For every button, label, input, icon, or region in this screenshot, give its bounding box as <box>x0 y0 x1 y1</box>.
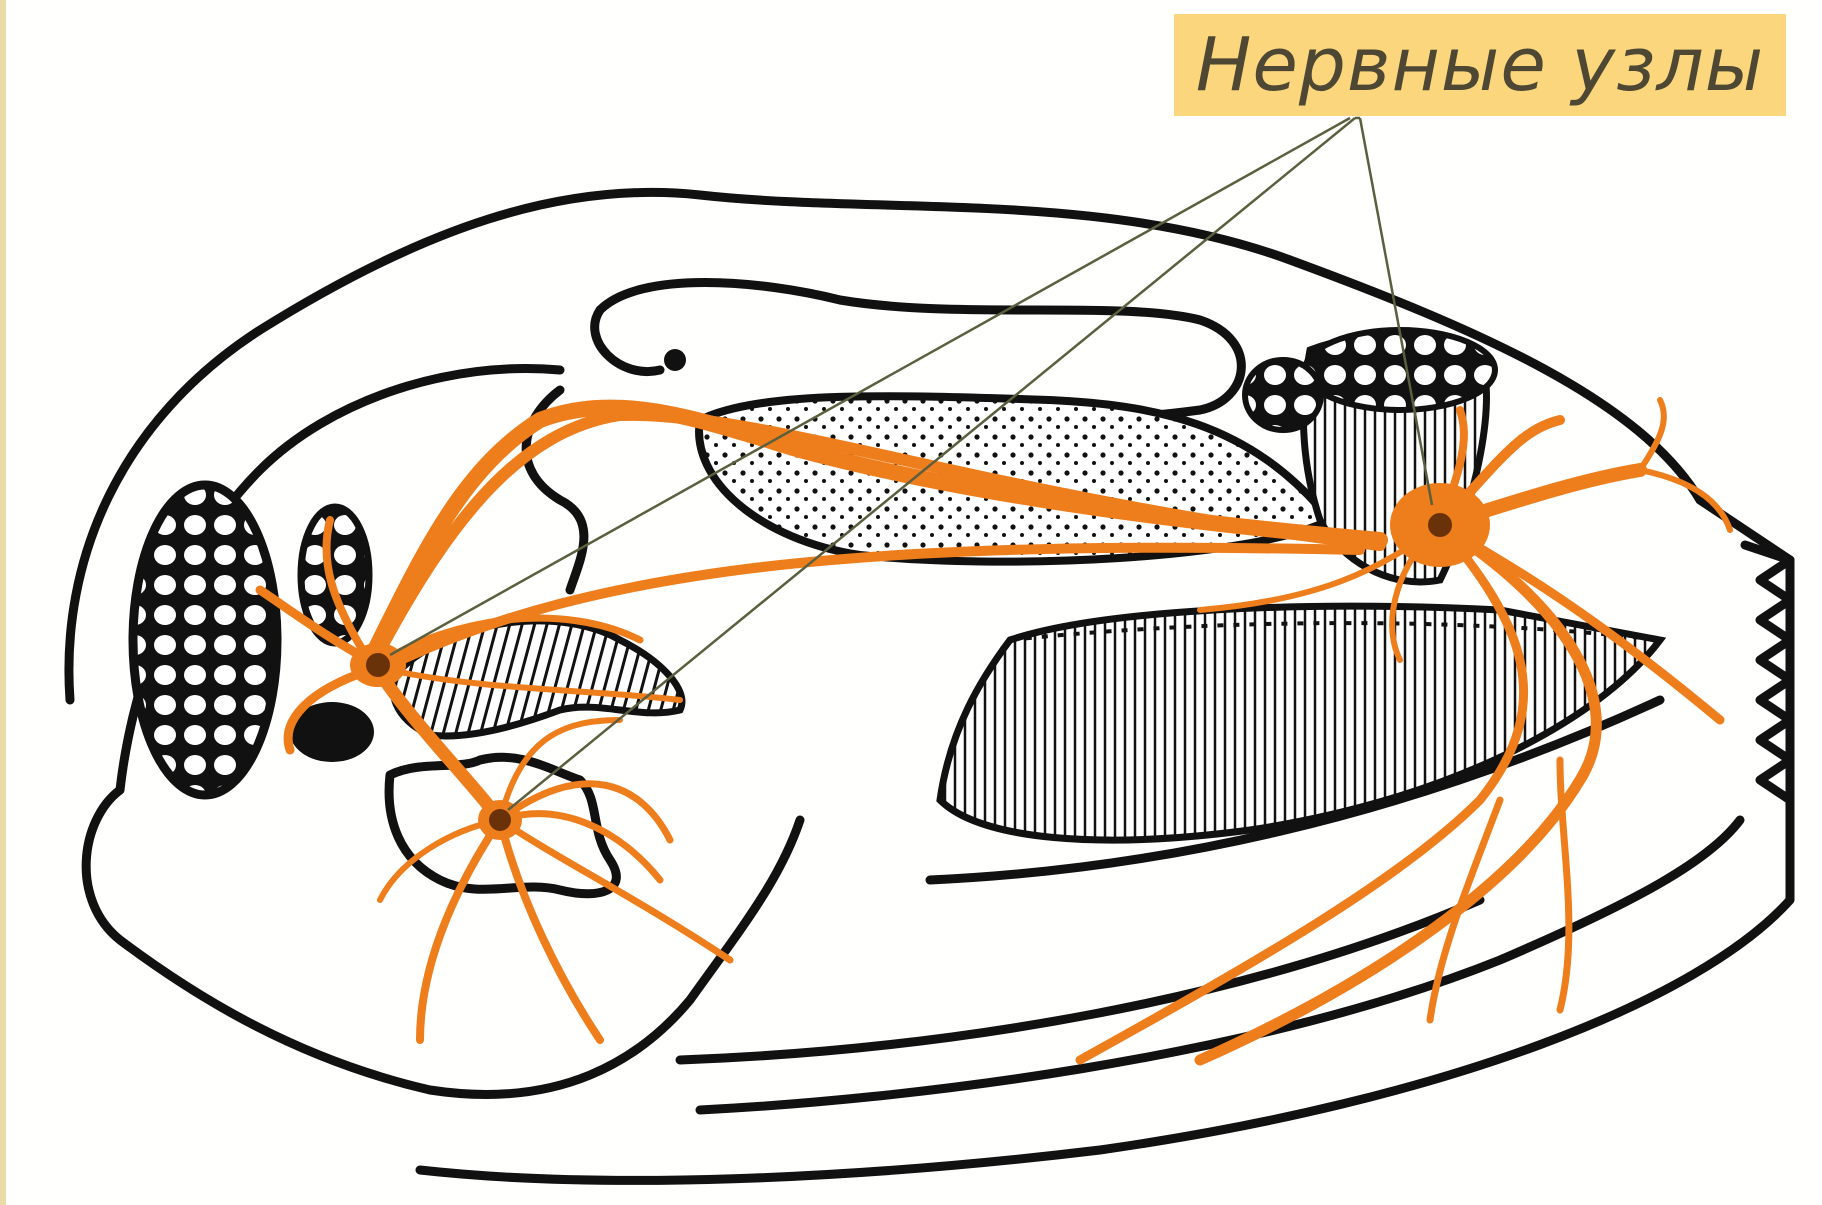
callout-label: Нервные узлы <box>1196 22 1764 108</box>
visceral-ganglion-dot <box>1428 513 1452 537</box>
callout-label-box: Нервные узлы <box>1174 14 1786 116</box>
pedal-ganglion-dot <box>489 809 511 831</box>
cerebropleural-ganglion-dot <box>366 653 390 677</box>
internal-organs <box>133 283 1660 894</box>
